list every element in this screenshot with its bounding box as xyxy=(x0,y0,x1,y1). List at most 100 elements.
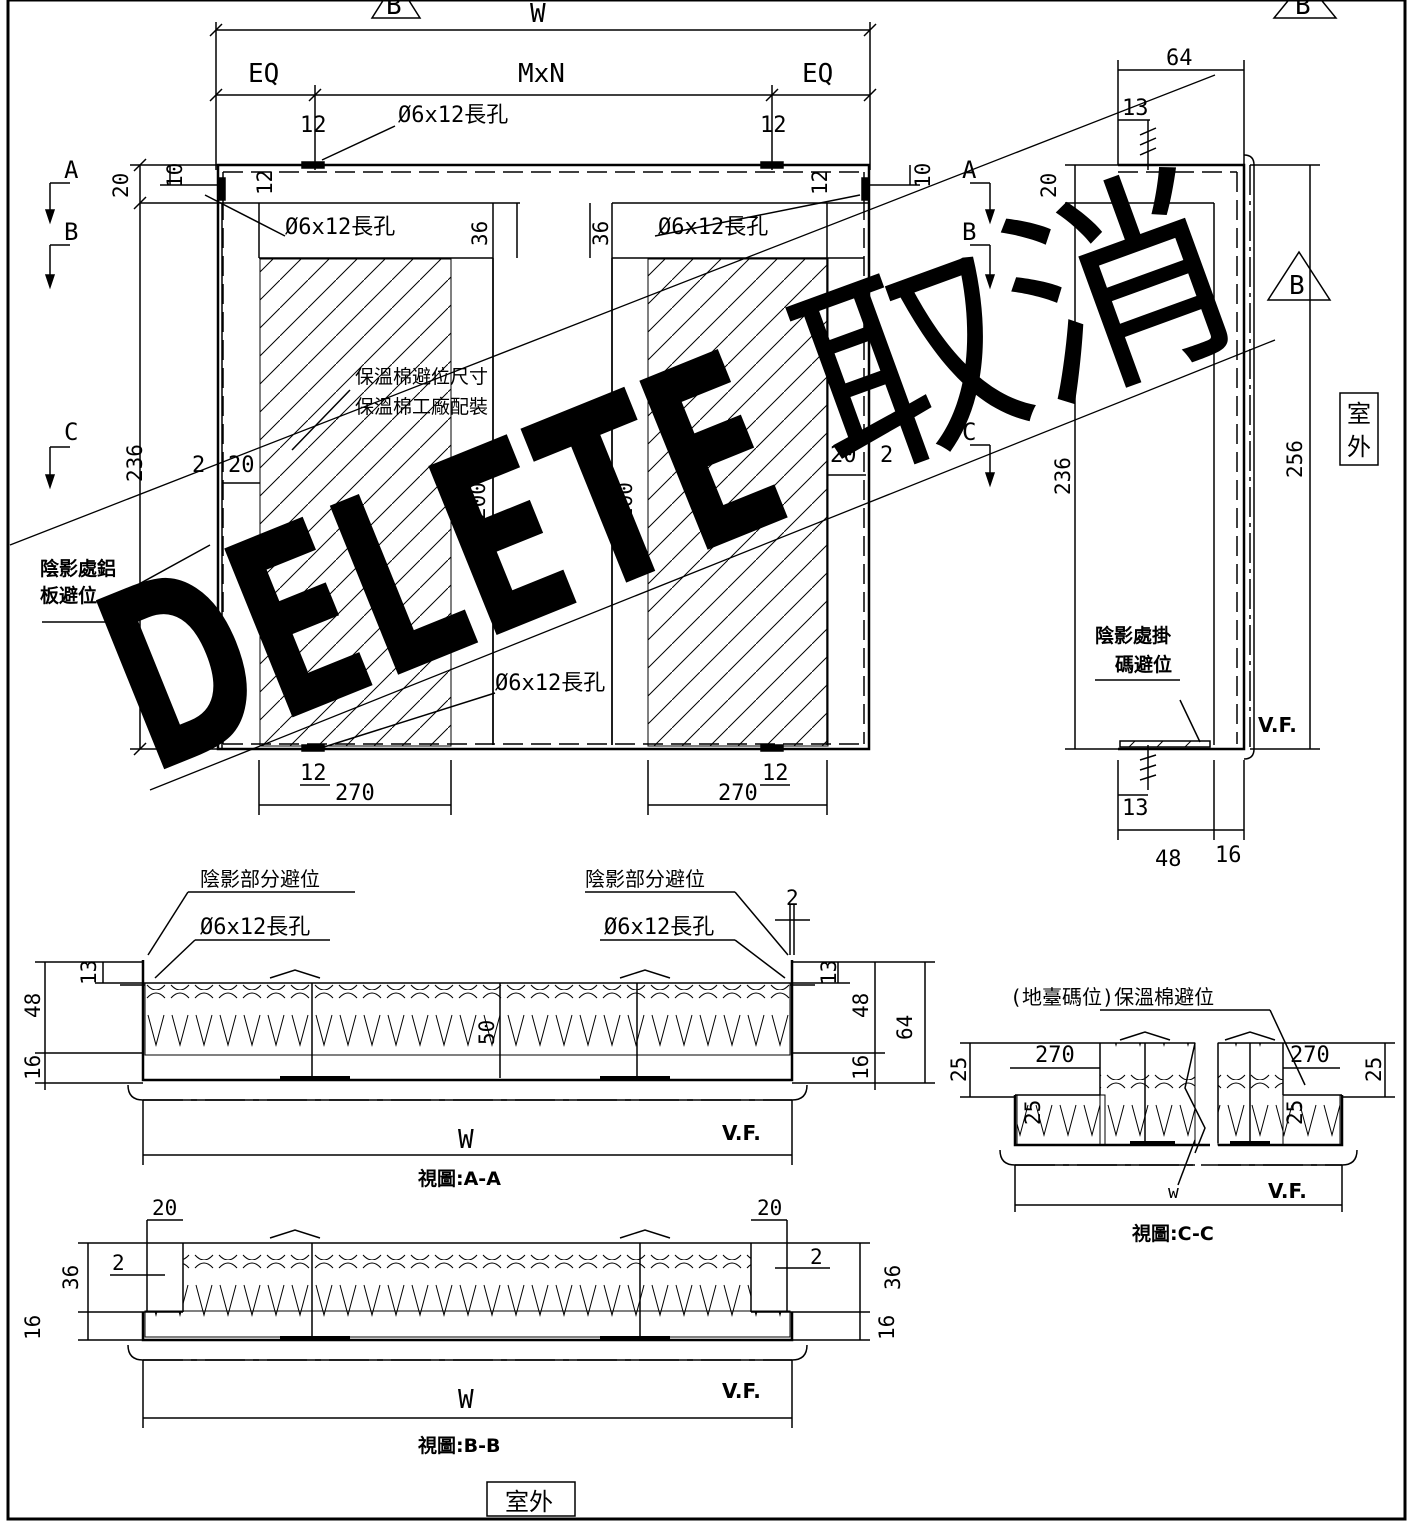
slot-note-right: Ø6x12長孔 xyxy=(658,215,768,240)
vf-aa: V.F. xyxy=(722,1121,761,1145)
dim-16-aa-right: 16 xyxy=(849,1055,873,1080)
dim-236-v: 236 xyxy=(123,444,147,482)
outdoor-side-2: 外 xyxy=(1347,433,1371,461)
dim-w-bb: W xyxy=(458,1385,474,1415)
dim-16-side: 16 xyxy=(1215,843,1242,868)
stamp-cancel: 取消 xyxy=(765,133,1266,524)
dim-236-side-v: 236 xyxy=(1051,457,1075,495)
outdoor-side-1: 室 xyxy=(1347,400,1371,428)
section-cc xyxy=(960,1009,1395,1212)
slot-note-bottom: Ø6x12長孔 xyxy=(495,671,605,696)
shade-clip-note-1: 陰影處掛 xyxy=(1095,624,1171,647)
dim-eq-right: EQ xyxy=(802,59,833,89)
front-elevation-labels: W EQ MxN EQ 12 12 Ø6x12長孔 Ø6x12長孔 Ø6x12長… xyxy=(40,0,977,806)
vf-bb: V.F. xyxy=(722,1379,761,1403)
dim-20-bb-right: 20 xyxy=(757,1196,782,1220)
cc-clearance-note: (地臺碼位)保溫棉避位 xyxy=(1010,985,1214,1009)
dim-36-bb-right: 36 xyxy=(881,1265,905,1290)
dim-36-v-b: 36 xyxy=(589,221,613,246)
dim-13-side-top: 13 xyxy=(1122,96,1149,121)
dim-25-cc-inner-left: 25 xyxy=(1021,1100,1045,1125)
dim-eq-left: EQ xyxy=(248,59,279,89)
dim-2-bb-left: 2 xyxy=(112,1251,125,1275)
dim-48-aa-left: 48 xyxy=(21,993,45,1018)
side-section xyxy=(1065,60,1379,840)
shade-clip-note-2: 碼避位 xyxy=(1115,653,1172,676)
view-bb-title: 視圖:B-B xyxy=(417,1434,500,1457)
slot-note-aa-right: Ø6x12長孔 xyxy=(604,915,714,940)
dim-270-left: 270 xyxy=(335,781,375,806)
dim-12-v-right: 12 xyxy=(808,170,832,195)
dim-20-left: 20 xyxy=(228,453,255,478)
section-c-right: C xyxy=(962,418,976,446)
dim-270-right: 270 xyxy=(718,781,758,806)
dim-36-v-a: 36 xyxy=(468,221,492,246)
dim-20-bb-left: 20 xyxy=(152,1196,177,1220)
front-elevation xyxy=(42,22,996,815)
rev-mark-top: B xyxy=(386,0,402,21)
dim-25-cc-inner-right: 25 xyxy=(1283,1100,1307,1125)
dim-200-v-b: 200 xyxy=(613,482,637,520)
dim-10-v-right: 10 xyxy=(911,163,935,188)
dim-2-aa: 2 xyxy=(786,886,799,910)
dim-48-side: 48 xyxy=(1155,847,1182,872)
rev-mark-side: B xyxy=(1289,271,1305,301)
slot-note-top: Ø6x12長孔 xyxy=(398,103,508,128)
section-cc-labels: (地臺碼位)保溫棉避位 270 270 w V.F. 視圖:C-C 25 25 … xyxy=(947,985,1386,1245)
dim-w-cc: w xyxy=(1168,1182,1179,1203)
dim-64-side: 64 xyxy=(1166,46,1193,71)
dim-12-b: 12 xyxy=(760,113,787,138)
vf-cc: V.F. xyxy=(1268,1179,1307,1203)
section-b-left: B xyxy=(64,218,78,246)
dim-16-bb-left: 16 xyxy=(21,1315,45,1340)
dim-36-bb-left: 36 xyxy=(59,1265,83,1290)
section-b-right: B xyxy=(962,218,976,246)
side-section-labels: 64 13 13 48 16 V.F. 陰影處掛 碼避位 室 外 20 236 … xyxy=(1037,46,1371,872)
rev-mark-topright: B xyxy=(1295,0,1311,21)
dim-25-cc-right: 25 xyxy=(1362,1057,1386,1082)
dim-12-d: 12 xyxy=(762,761,789,786)
section-bb-labels: 20 20 2 2 W V.F. 視圖:B-B 室外 36 16 36 16 xyxy=(21,1196,905,1516)
dim-w-top: W xyxy=(530,0,546,29)
section-a-left: A xyxy=(64,156,79,184)
dim-mxn: MxN xyxy=(518,59,565,89)
dim-w-aa: W xyxy=(458,1125,474,1155)
dim-20-right: 20 xyxy=(830,443,857,468)
shade-part-note-left: 陰影部分避位 xyxy=(200,867,320,891)
dim-50-aa: 50 xyxy=(475,1020,499,1045)
dim-12-a: 12 xyxy=(300,113,327,138)
section-c-left: C xyxy=(64,418,78,446)
dim-2-left: 2 xyxy=(192,453,205,478)
slot-note-left: Ø6x12長孔 xyxy=(285,215,395,240)
dim-13-side-bottom: 13 xyxy=(1122,796,1149,821)
shade-al-note-1: 陰影處鋁 xyxy=(40,557,116,580)
dim-64-aa-right: 64 xyxy=(893,1015,917,1040)
dim-256-side-v: 256 xyxy=(1283,440,1307,478)
sheet-border xyxy=(6,0,1407,1521)
dim-200-v-a: 200 xyxy=(466,482,490,520)
dim-13-aa-left: 13 xyxy=(77,960,101,985)
dim-270-cc-left: 270 xyxy=(1035,1043,1075,1068)
view-cc-title: 視圖:C-C xyxy=(1131,1222,1214,1245)
section-bb xyxy=(78,1219,870,1517)
dim-12-c: 12 xyxy=(300,761,327,786)
revision-marks xyxy=(370,0,1338,301)
slot-note-aa-left: Ø6x12長孔 xyxy=(200,915,310,940)
outdoor-bottom: 室外 xyxy=(505,1488,553,1516)
dim-16-bb-right: 16 xyxy=(875,1315,899,1340)
shade-al-note-2: 板避位 xyxy=(40,584,97,607)
dim-2-right: 2 xyxy=(880,443,893,468)
dim-2-bb-right: 2 xyxy=(810,1245,823,1269)
dim-16-aa-left: 16 xyxy=(21,1055,45,1080)
section-a-right: A xyxy=(962,156,977,184)
section-aa-labels: 陰影部分避位 陰影部分避位 Ø6x12長孔 Ø6x12長孔 2 W V.F. 視… xyxy=(21,867,917,1190)
dim-10-v-left: 10 xyxy=(163,163,187,188)
dim-20-v: 20 xyxy=(109,173,133,198)
insul-factory-note: 保溫棉工廠配裝 xyxy=(355,395,488,418)
dim-13-aa-right: 13 xyxy=(817,960,841,985)
shade-part-note-right: 陰影部分避位 xyxy=(585,867,705,891)
view-aa-title: 視圖:A-A xyxy=(417,1167,501,1190)
dim-48-aa-right: 48 xyxy=(849,993,873,1018)
vf-side: V.F. xyxy=(1258,713,1297,737)
